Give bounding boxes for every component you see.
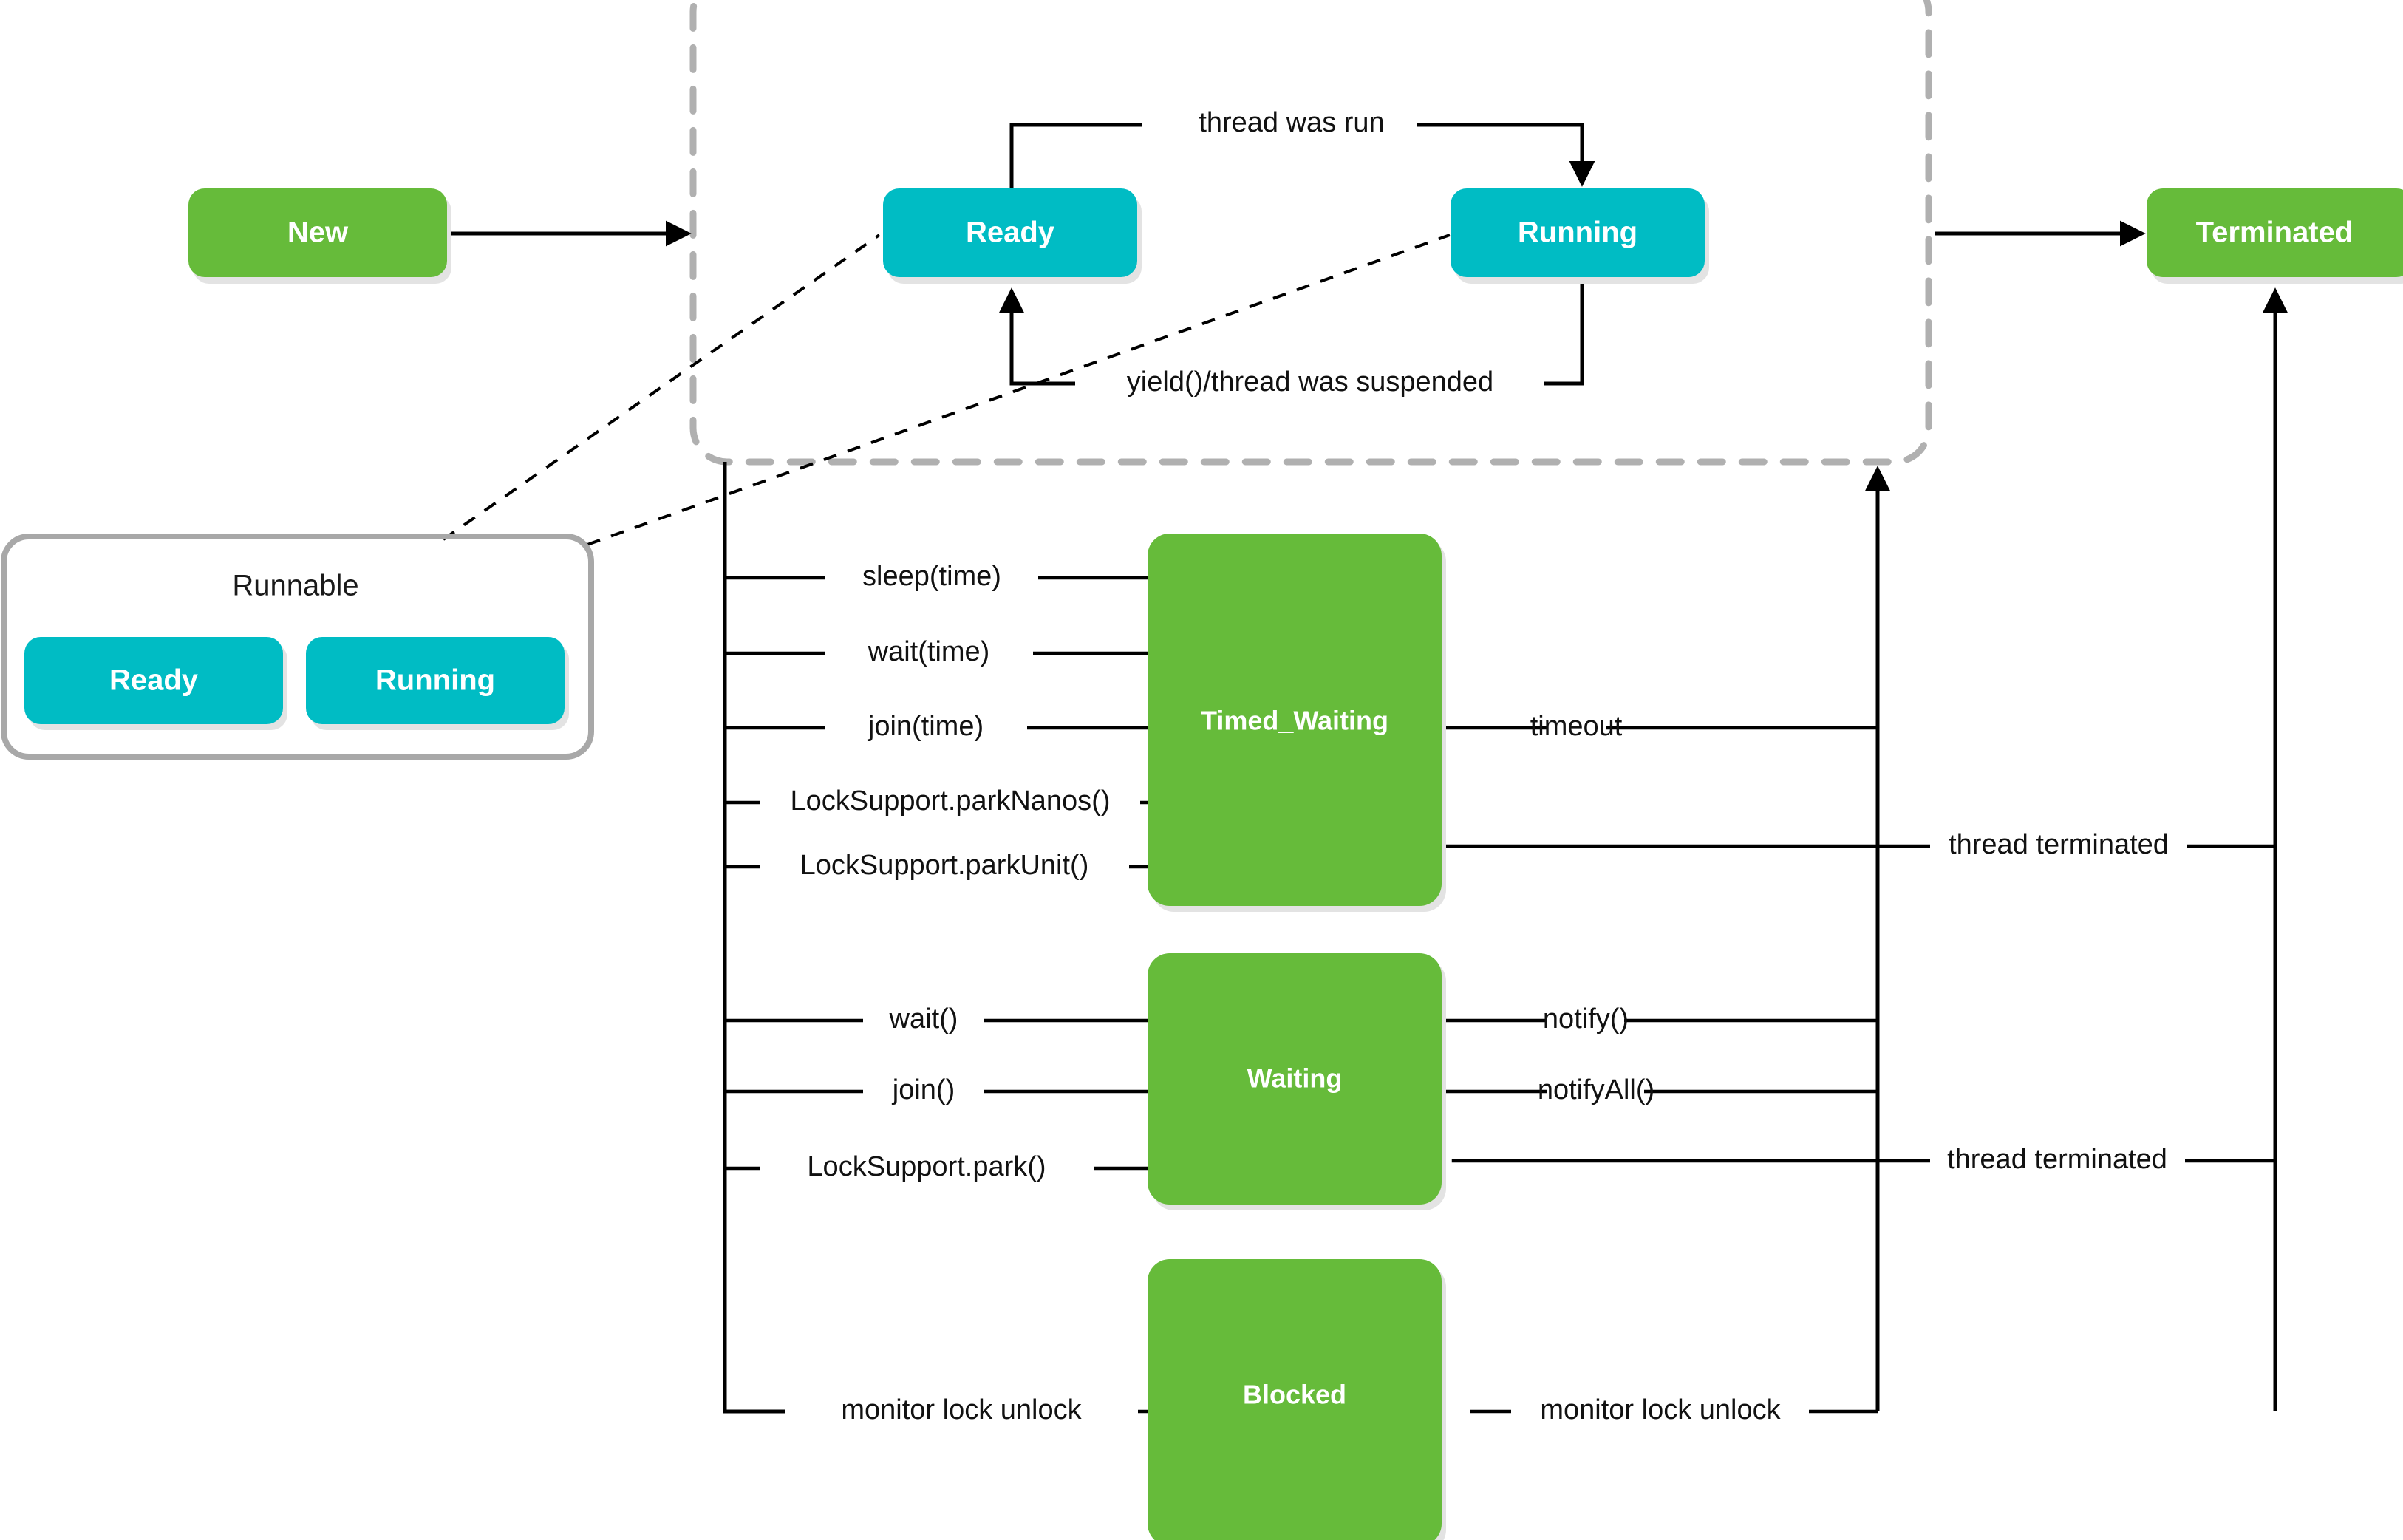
edge-label-parknanos: LockSupport.parkNanos() [791, 786, 1111, 817]
edge-label-timeout: timeout [1530, 711, 1623, 742]
node-terminated[interactable]: Terminated [2147, 188, 2403, 284]
edge-label-wait: wait() [889, 1004, 958, 1035]
edge-label-notifyall: notifyAll() [1538, 1074, 1654, 1105]
edge-label-parkunit: LockSupport.parkUnit() [800, 850, 1089, 881]
legend-item-running-label: Running [375, 664, 495, 697]
edge-yield-left [998, 287, 1075, 386]
node-timed-waiting[interactable]: Timed_Waiting [1148, 534, 1446, 912]
node-waiting-label: Waiting [1247, 1063, 1343, 1094]
legend-item-ready-label: Ready [109, 664, 199, 697]
stub-w-terminated-left [1451, 1159, 1878, 1163]
node-new[interactable]: New [188, 188, 451, 284]
edge-label-tw-thread-terminated: thread terminated [1949, 829, 2169, 860]
edge-yield-right [1544, 283, 1584, 386]
runnable-dashed-group [689, 0, 1932, 466]
edge-label-w-thread-terminated: thread terminated [1947, 1144, 2167, 1175]
edge-thread-was-run-right [1417, 123, 1595, 187]
edge-label-yield-suspended: yield()/thread was suspended [1127, 367, 1493, 398]
edge-label-notify: notify() [1543, 1004, 1629, 1035]
node-blocked[interactable]: Blocked [1148, 1259, 1446, 1540]
edge-thread-was-run-left [1009, 123, 1142, 188]
dashed-link-legend-to-ready [442, 234, 881, 541]
left-trunk [723, 462, 785, 1414]
node-new-label: New [287, 217, 349, 249]
node-ready[interactable]: Ready [883, 188, 1142, 284]
node-ready-label: Ready [966, 217, 1055, 249]
runnable-legend-group: Runnable Ready Running [1, 534, 594, 760]
node-terminated-label: Terminated [2196, 217, 2353, 249]
node-waiting[interactable]: Waiting [1148, 953, 1446, 1210]
runnable-legend-title: Runnable [232, 570, 358, 602]
node-blocked-label: Blocked [1243, 1380, 1346, 1410]
edge-label-blocked-out: monitor lock unlock [1540, 1394, 1781, 1425]
edge-label-blocked-in: monitor lock unlock [841, 1394, 1082, 1425]
legend-item-ready[interactable]: Ready [24, 637, 287, 730]
edge-label-sleep-time: sleep(time) [862, 561, 1001, 592]
edge-label-park: LockSupport.park() [807, 1151, 1046, 1182]
legend-item-running[interactable]: Running [306, 637, 569, 730]
edge-label-wait-time: wait(time) [868, 636, 990, 667]
edge-label-thread-was-run: thread was run [1199, 107, 1384, 138]
node-timed-waiting-label: Timed_Waiting [1201, 706, 1388, 736]
node-running-label: Running [1518, 217, 1637, 249]
dashed-link-legend-to-running [587, 234, 1451, 546]
node-running[interactable]: Running [1451, 188, 1709, 284]
edge-label-join-time: join(time) [868, 711, 984, 742]
edge-label-join: join() [892, 1074, 955, 1105]
